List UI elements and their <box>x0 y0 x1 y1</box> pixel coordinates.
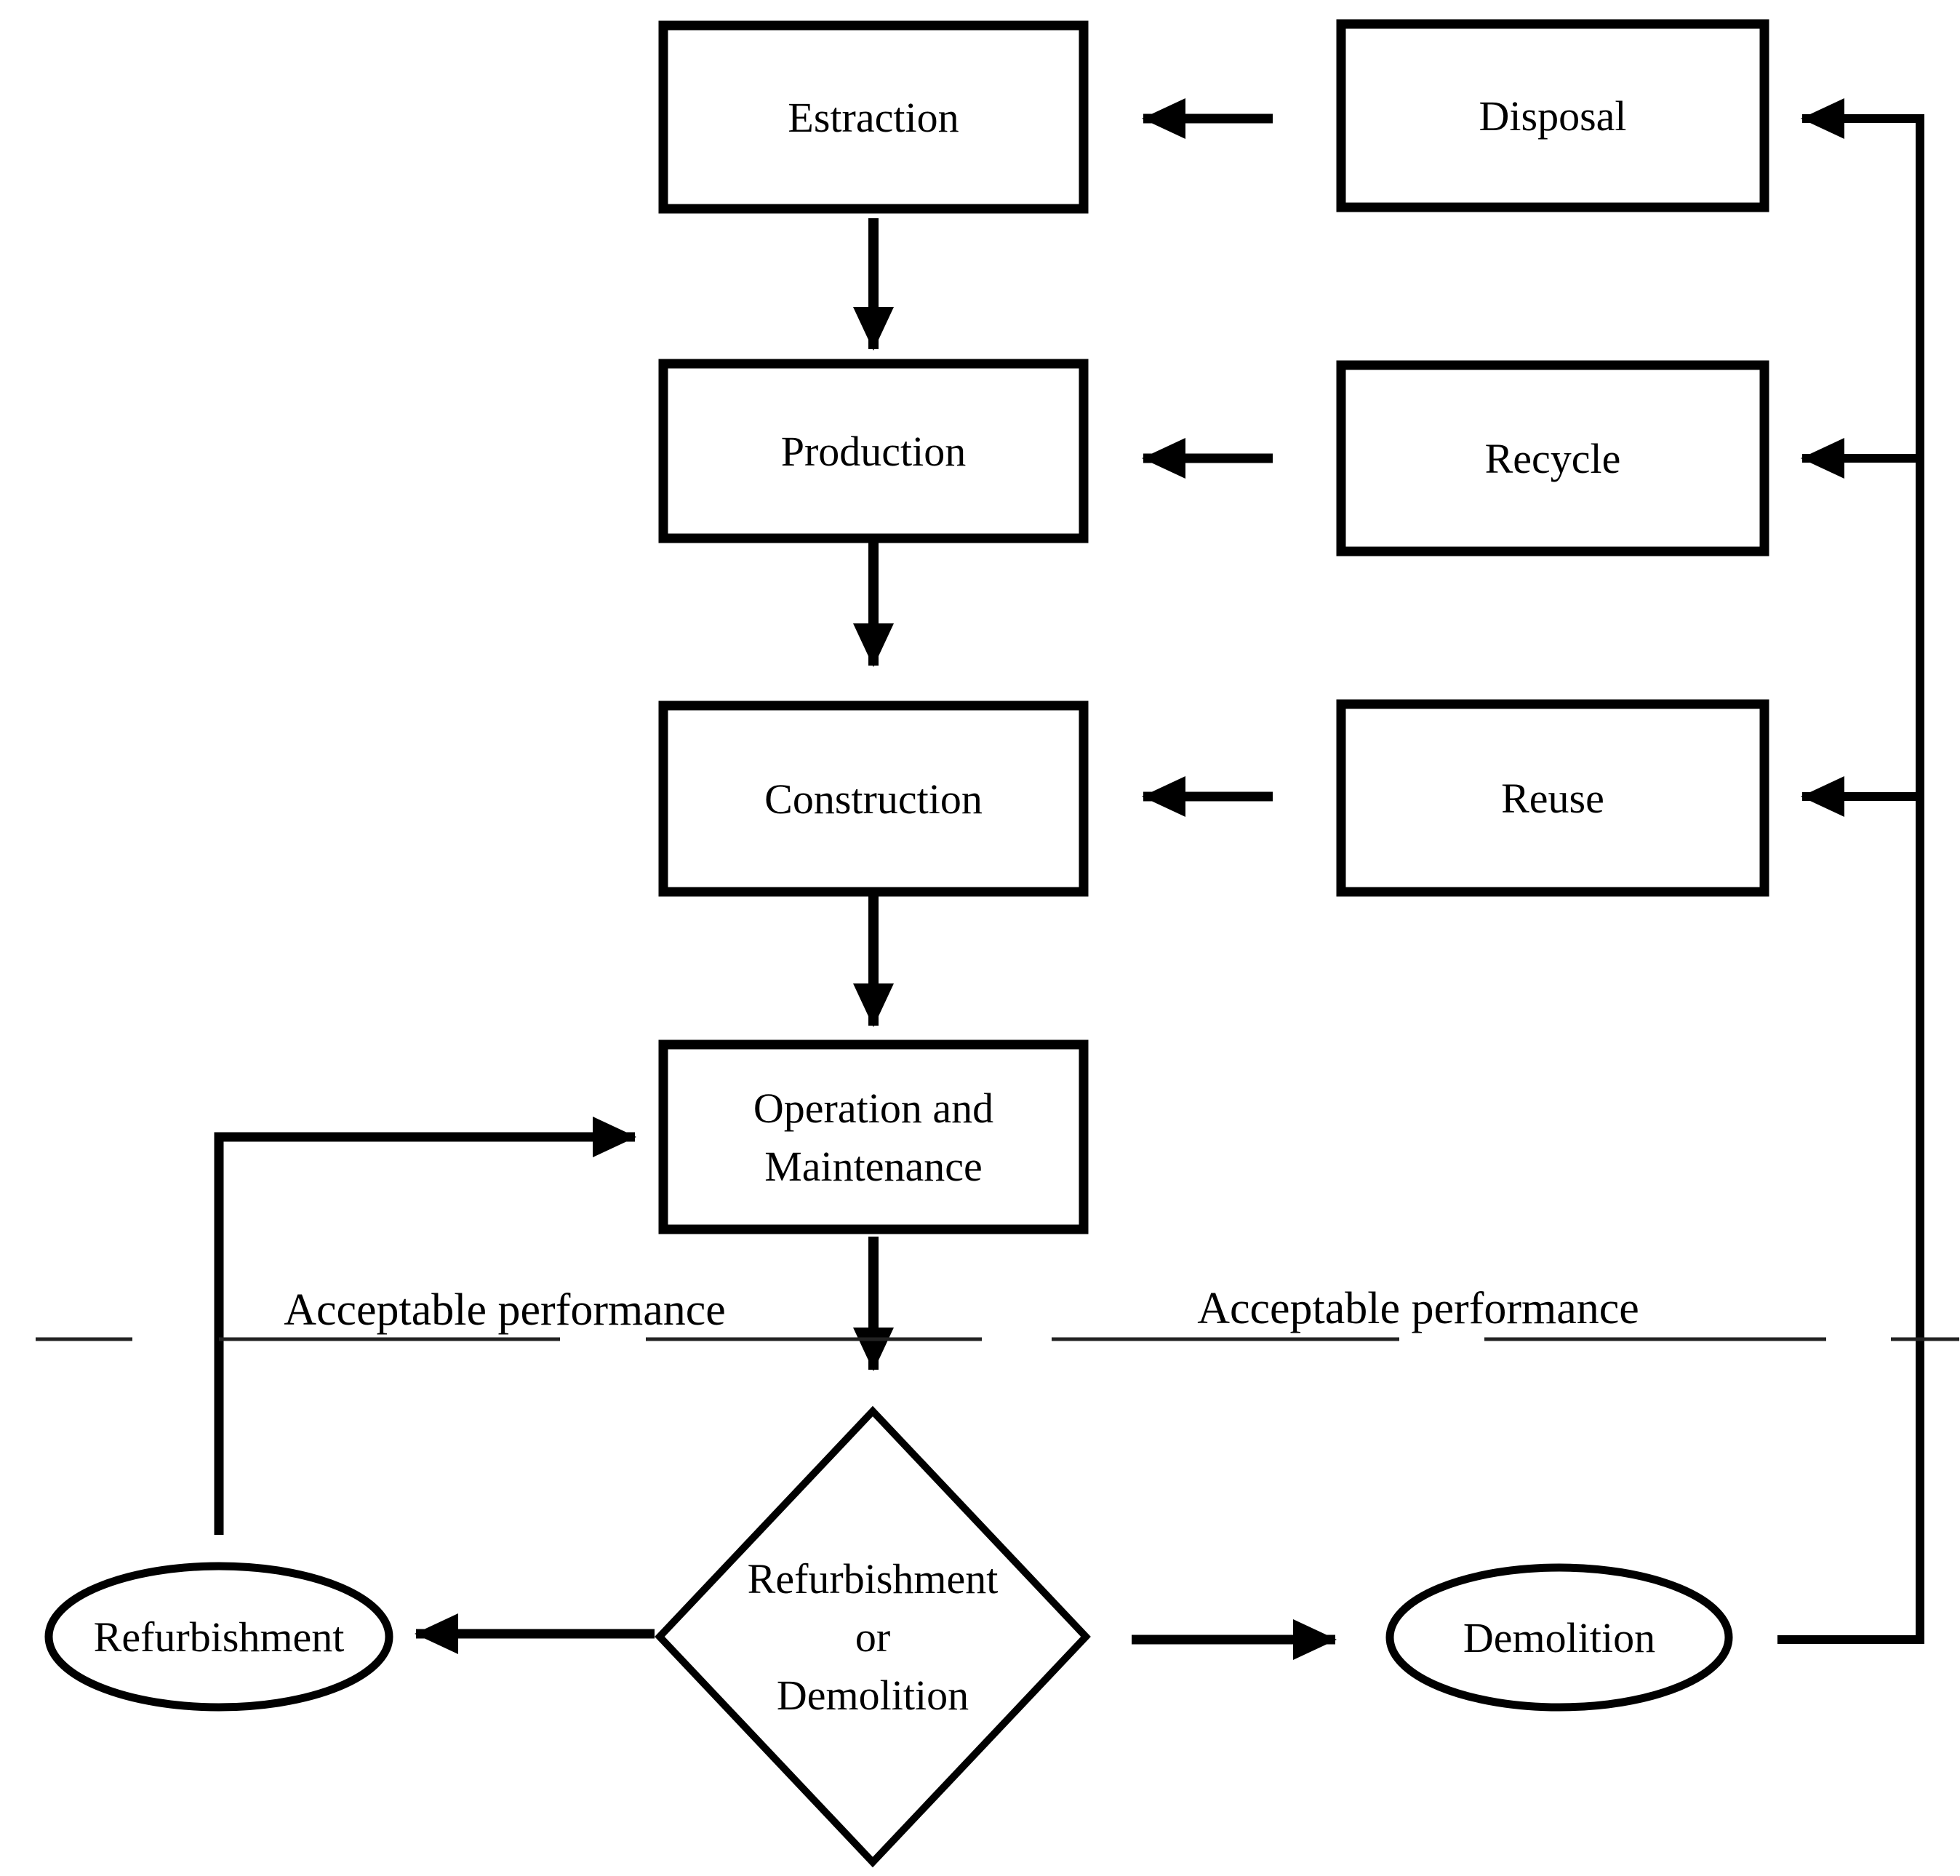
node-operation-label-line-1: Operation and <box>753 1085 993 1132</box>
node-decision-label-line-1: Refurbishment <box>748 1555 999 1602</box>
node-reuse: Reuse <box>1336 699 1769 897</box>
node-construction: Construction <box>658 700 1089 897</box>
node-decision-diamond <box>655 1405 1091 1868</box>
node-demolition: Demolition <box>1385 1563 1733 1712</box>
annotation-acceptable-performance-right: Acceptable performance <box>1197 1284 1639 1333</box>
node-demolition-ellipse <box>1385 1563 1733 1712</box>
node-recycle-box <box>1336 360 1769 556</box>
node-production-box <box>658 359 1089 543</box>
node-production-label-line-1: Production <box>781 428 967 475</box>
node-refurbishment: Refurbishment <box>44 1562 393 1712</box>
node-disposal: Disposal <box>1336 19 1769 212</box>
node-recycle-label-line-1: Recycle <box>1485 435 1621 482</box>
annotation-acceptable-performance-left: Acceptable performance <box>284 1285 726 1335</box>
node-decision-label-line-2: or <box>855 1613 890 1661</box>
node-reuse-box <box>1336 699 1769 897</box>
node-construction-label-line-1: Construction <box>764 775 983 823</box>
node-refurbishment-label: Refurbishment <box>94 1613 345 1661</box>
node-demolition-label: Demolition <box>1463 1614 1655 1661</box>
node-disposal-label-line-1: Disposal <box>1479 92 1627 140</box>
node-operation-label-line-2: Maintenance <box>764 1143 983 1190</box>
node-refurbishment-label-line-1: Refurbishment <box>94 1613 345 1661</box>
node-construction-label: Construction <box>764 775 983 823</box>
node-recycle: Recycle <box>1336 360 1769 556</box>
node-decision-label-line-3: Demolition <box>777 1672 969 1719</box>
node-operation-box <box>658 1039 1089 1234</box>
node-estraction-label-line-1: Estraction <box>788 94 959 141</box>
node-recycle-label: Recycle <box>1485 435 1621 482</box>
node-estraction-box <box>658 20 1089 214</box>
node-estraction: Estraction <box>658 20 1089 214</box>
node-construction-box <box>658 700 1089 897</box>
node-demolition-label-line-1: Demolition <box>1463 1614 1655 1661</box>
node-refurbishment-ellipse <box>44 1562 393 1712</box>
node-disposal-box <box>1336 19 1769 212</box>
node-reuse-label-line-1: Reuse <box>1501 775 1604 822</box>
edge-demolition-to-disposal-loop <box>1777 98 1924 1644</box>
node-production-label: Production <box>781 428 967 475</box>
node-reuse-label: Reuse <box>1501 775 1604 822</box>
edge-refurbishment-to-operation <box>214 1117 636 1535</box>
node-disposal-label: Disposal <box>1479 92 1627 140</box>
node-production: Production <box>658 359 1089 543</box>
node-estraction-label: Estraction <box>788 94 959 141</box>
